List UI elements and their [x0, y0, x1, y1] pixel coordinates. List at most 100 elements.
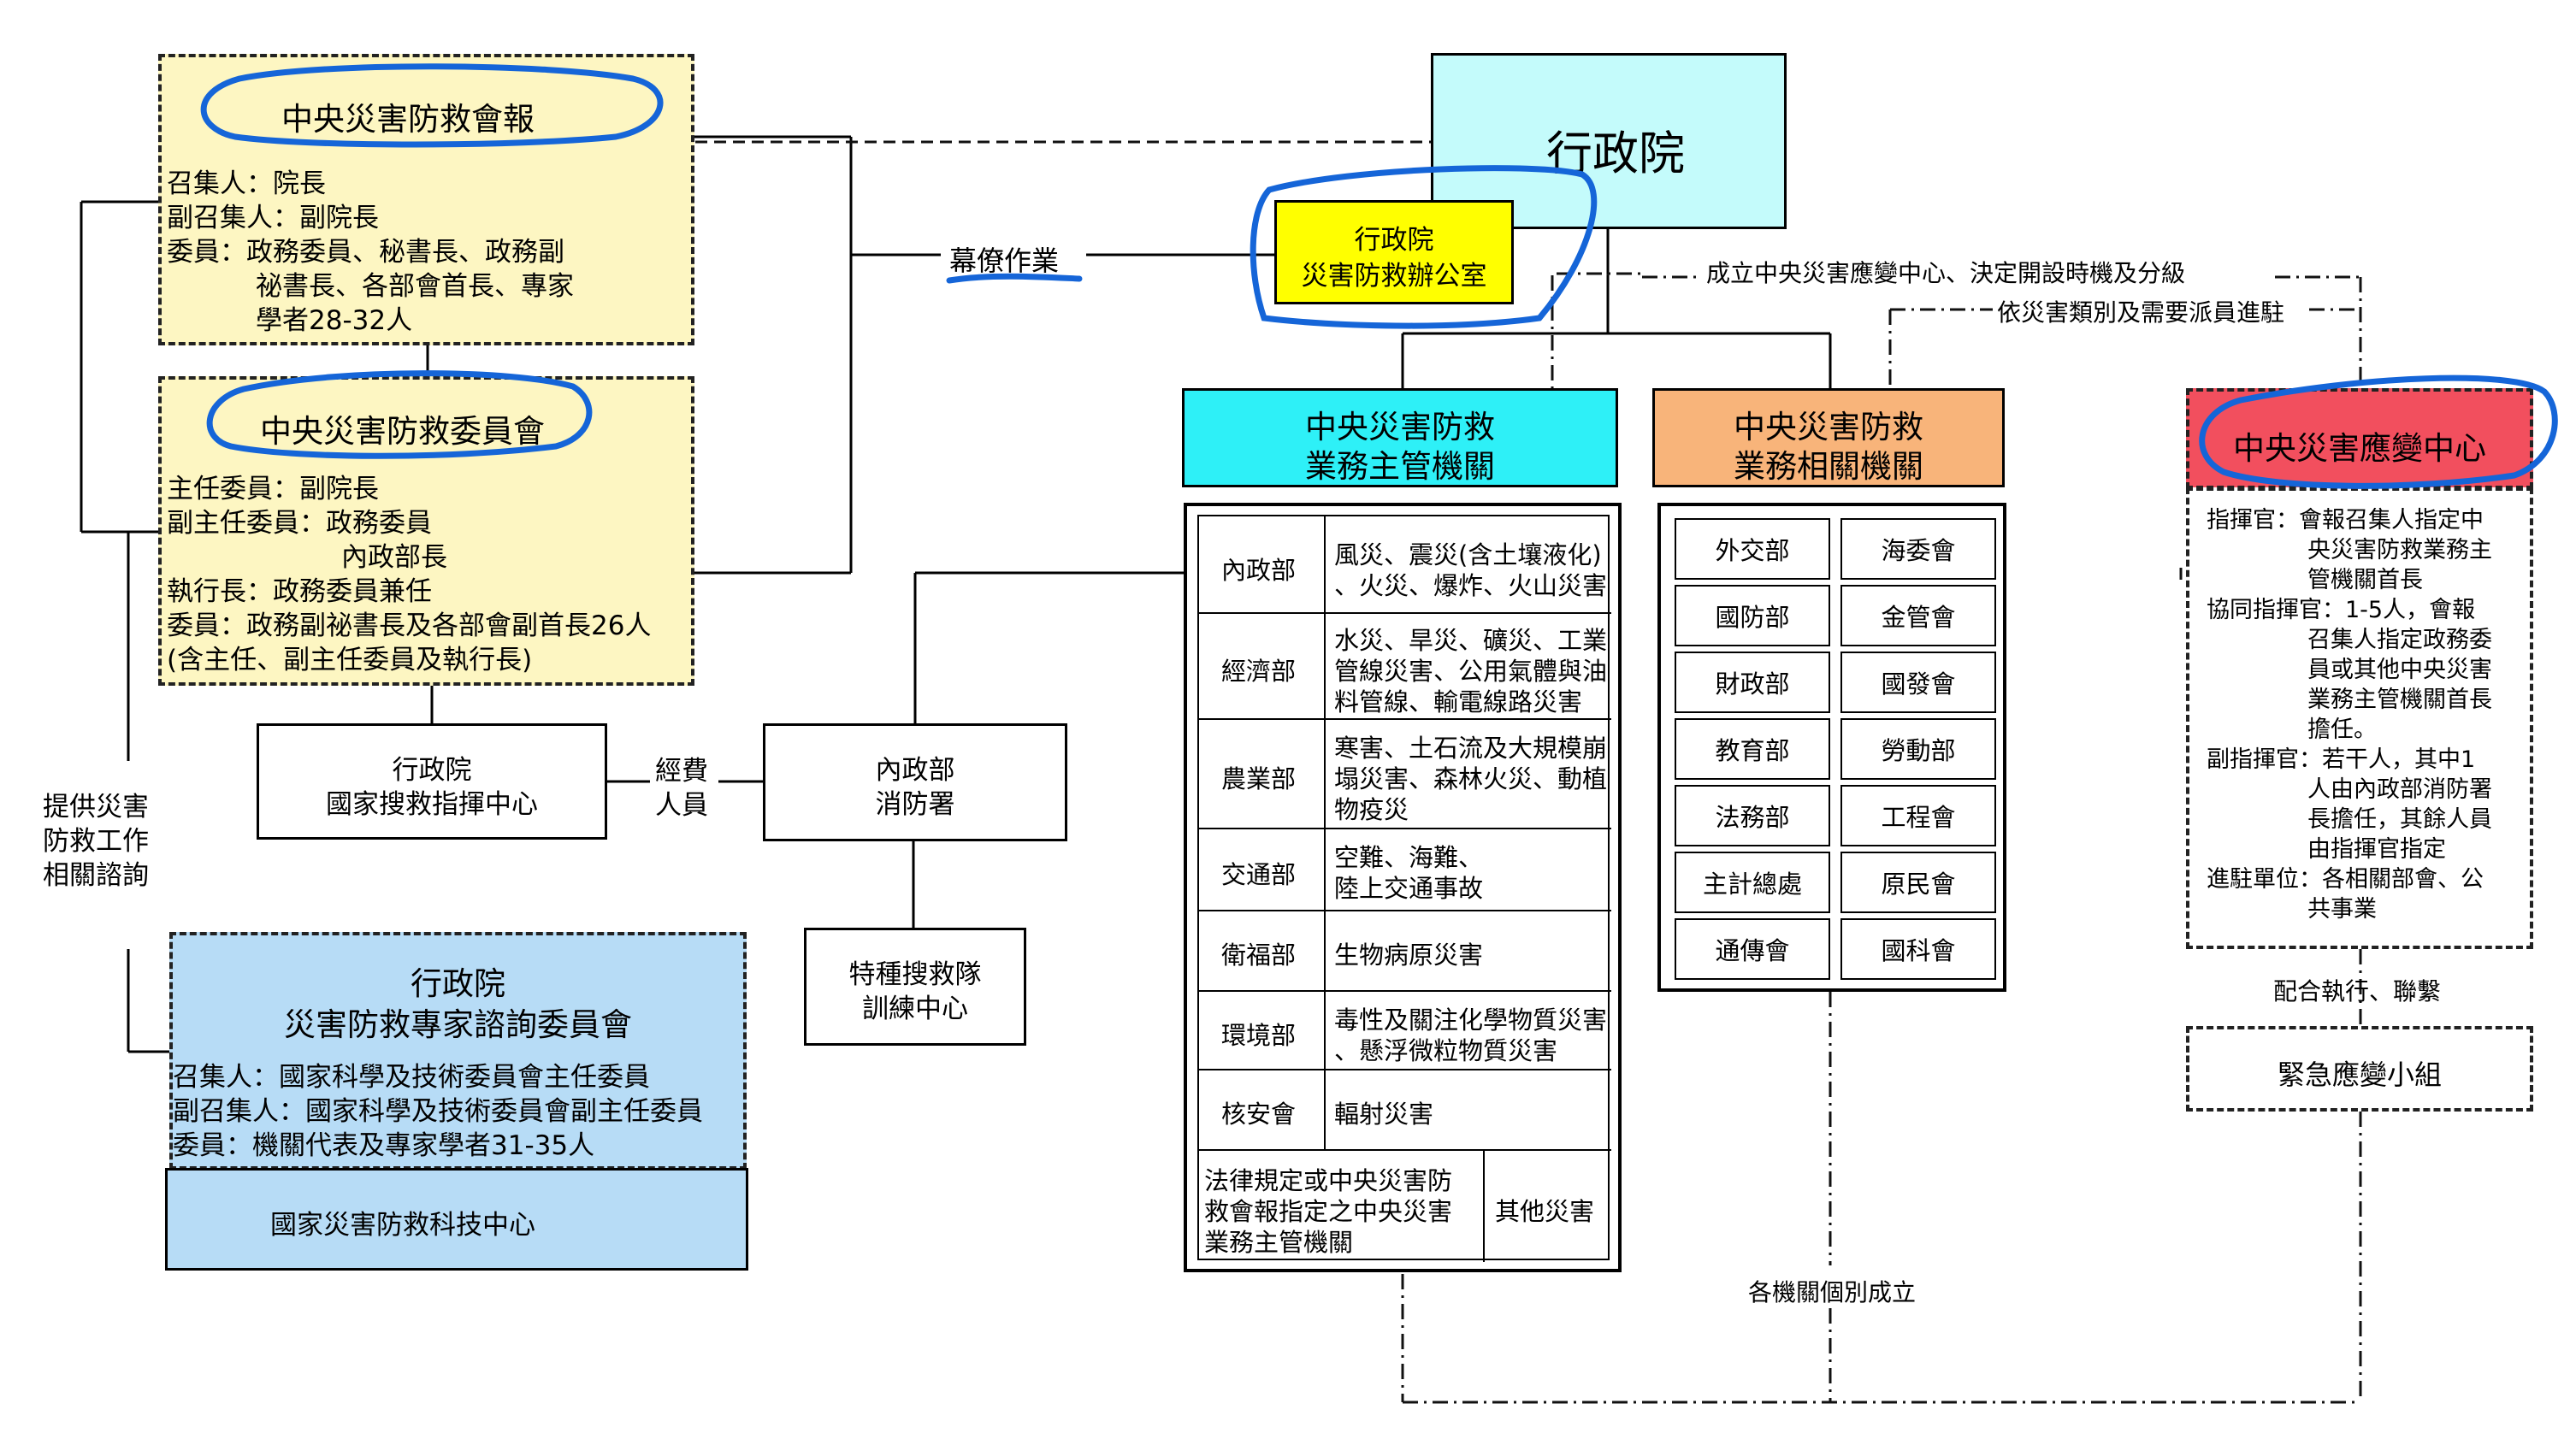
highlight-ellipse-report: [200, 63, 664, 148]
report-members-cont: 祕書長、各部會首長、專家: [256, 271, 574, 302]
highlight-outline-office: [1250, 165, 1598, 329]
other-agency-3: 業務主管機關: [1204, 1228, 1354, 1257]
special-sar-box: 特種搜救隊 訓練中心: [804, 928, 1026, 1046]
executive-yuan-box: 行政院: [1431, 53, 1787, 229]
committee-vice-chair: 副主任委員：政務委員: [167, 508, 432, 539]
related-item: 金管會: [1840, 585, 1996, 646]
other-agency-1: 法律規定或中央災害防: [1204, 1166, 1453, 1195]
eoc-title: 中央災害應變中心: [2233, 430, 2486, 467]
duty-environment-2: 、懸浮微粒物質災害: [1334, 1036, 1558, 1065]
eoc-line: 業務主管機關首長: [2307, 687, 2492, 713]
related-item: 國發會: [1840, 652, 1996, 713]
duty-health-1: 生物病原災害: [1334, 941, 1484, 970]
report-deputy-convener: 副召集人：副院長: [167, 203, 379, 233]
agency-transport: 交通部: [1221, 860, 1297, 889]
row-line: [1199, 1069, 1611, 1070]
competent-table: 內政部 風災、震災(含土壤液化) 、火災、爆炸、火山災害 經濟部 水災、旱災、礦…: [1184, 503, 1622, 1272]
duty-transport-2: 陸上交通事故: [1334, 874, 1484, 903]
related-item: 教育部: [1675, 718, 1830, 780]
related-item: 勞動部: [1840, 718, 1996, 780]
agency-economic: 經濟部: [1221, 657, 1297, 686]
row-line: [1199, 1149, 1611, 1151]
highlight-underline-staff: [946, 273, 1083, 284]
eoc-line: 管機關首長: [2307, 567, 2423, 593]
central-committee-title: 中央災害防救委員會: [260, 413, 545, 450]
competent-table-inner: 內政部 風災、震災(含土壤液化) 、火災、爆炸、火山災害 經濟部 水災、旱災、礦…: [1197, 515, 1611, 1262]
row-line: [1199, 718, 1611, 720]
competent-header: 中央災害防救 業務主管機關: [1182, 388, 1618, 487]
disaster-office-box: 行政院 災害防救辦公室: [1274, 200, 1514, 304]
duty-economic-2: 管線災害、公用氣體與油: [1334, 657, 1608, 686]
consult-label-1: 提供災害: [43, 792, 149, 823]
committee-chair: 主任委員：副院長: [167, 474, 379, 504]
col-divider-last: [1483, 1149, 1485, 1262]
duty-transport-1: 空難、海難、: [1334, 843, 1484, 872]
fire-agency-box: 內政部 消防署: [763, 723, 1067, 841]
eoc-line: 進駐單位：各相關部會、公: [2207, 866, 2484, 893]
eoc-body: 指揮官：會報召集人指定中 央災害防救業務主 管機關首長 協同指揮官：1-5人，會…: [2186, 487, 2533, 949]
fire-agency-line1: 內政部: [875, 755, 955, 786]
related-item: 國防部: [1675, 585, 1830, 646]
duty-economic-3: 料管線、輸電線路災害: [1334, 687, 1583, 716]
other-disasters: 其他災害: [1495, 1197, 1595, 1226]
fire-agency-line2: 消防署: [875, 789, 955, 820]
related-item: 海委會: [1840, 518, 1996, 580]
duty-interior-1: 風災、震災(含土壤液化): [1334, 540, 1602, 569]
central-report-title: 中央災害防救會報: [281, 101, 535, 138]
related-item: 國科會: [1840, 918, 1996, 980]
staff-label: 幕僚作業: [949, 245, 1060, 277]
row-line: [1199, 990, 1611, 992]
ncdr-box: 國家災害防救科技中心: [165, 1168, 748, 1271]
report-members-count: 學者28-32人: [256, 305, 413, 336]
duty-nuclear-1: 輻射災害: [1334, 1100, 1434, 1129]
each-agency-label: 各機關個別成立: [1748, 1278, 1917, 1306]
related-table: 外交部 國防部 財政部 教育部 法務部 主計總處 通傳會 海委會 金管會 國發會…: [1657, 503, 2006, 992]
eoc-line: 指揮官：會報召集人指定中: [2207, 507, 2484, 534]
eoc-line: 擔任。: [2307, 716, 2377, 743]
related-item: 法務部: [1675, 785, 1830, 846]
disaster-office-line1: 行政院: [1354, 225, 1434, 256]
related-item: 外交部: [1675, 518, 1830, 580]
related-item: 通傳會: [1675, 918, 1830, 980]
national-sar-box: 行政院 國家搜救指揮中心: [257, 723, 607, 840]
eoc-line: 長擔任，其餘人員: [2307, 806, 2492, 833]
coop-label: 配合執行、聯繫: [2273, 977, 2442, 1005]
agency-environment: 環境部: [1221, 1021, 1297, 1050]
related-header: 中央災害防救 業務相關機關: [1652, 388, 2005, 487]
personnel-label: 人員: [655, 790, 708, 821]
eoc-line: 協同指揮官：1-5人，會報: [2207, 597, 2476, 623]
report-members: 委員：政務委員、秘書長、政務副: [167, 237, 564, 268]
expert-deputy-convener: 副召集人：國家科學及技術委員會副主任委員: [173, 1096, 703, 1127]
eoc-line: 召集人指定政務委: [2307, 627, 2492, 653]
central-committee-box: 中央災害防救委員會 主任委員：副院長 副主任委員：政務委員 內政部長 執行長：政…: [158, 376, 694, 686]
emergency-team-label: 緊急應變小組: [2277, 1059, 2442, 1091]
agency-nuclear: 核安會: [1221, 1100, 1297, 1129]
related-item: 工程會: [1840, 785, 1996, 846]
expert-committee-title-2: 災害防救專家諮詢委員會: [284, 1006, 632, 1043]
related-item: 財政部: [1675, 652, 1830, 713]
expert-members: 委員：機關代表及專家學者31-35人: [173, 1130, 595, 1161]
eoc-line: 由指揮官指定: [2307, 836, 2446, 863]
eoc-header: 中央災害應變中心: [2186, 388, 2533, 489]
row-line: [1199, 910, 1611, 911]
duty-agriculture-1: 寒害、土石流及大規模崩: [1334, 734, 1608, 763]
eoc-line: 人由內政部消防署: [2307, 776, 2492, 803]
related-item: 原民會: [1840, 852, 1996, 913]
expert-convener: 召集人：國家科學及技術委員會主任委員: [173, 1062, 650, 1093]
competent-title-1: 中央災害防救: [1305, 409, 1495, 445]
disaster-office-line2: 災害防救辦公室: [1301, 261, 1487, 292]
expert-committee-title-1: 行政院: [411, 965, 505, 1002]
highlight-ellipse-committee: [206, 370, 593, 459]
row-line: [1199, 828, 1611, 829]
special-sar-line1: 特種搜救隊: [848, 959, 982, 990]
related-title-2: 業務相關機關: [1734, 448, 1923, 485]
row-line: [1199, 612, 1611, 614]
related-item: 主計總處: [1675, 852, 1830, 913]
eoc-line: 共事業: [2307, 896, 2377, 923]
consult-label-3: 相關諮詢: [43, 860, 149, 891]
report-convener: 召集人：院長: [167, 168, 326, 199]
duty-interior-2: 、火災、爆炸、火山災害: [1334, 571, 1608, 600]
agency-agriculture: 農業部: [1221, 764, 1297, 793]
col-divider: [1324, 516, 1326, 1149]
emergency-team-box: 緊急應變小組: [2186, 1026, 2533, 1112]
